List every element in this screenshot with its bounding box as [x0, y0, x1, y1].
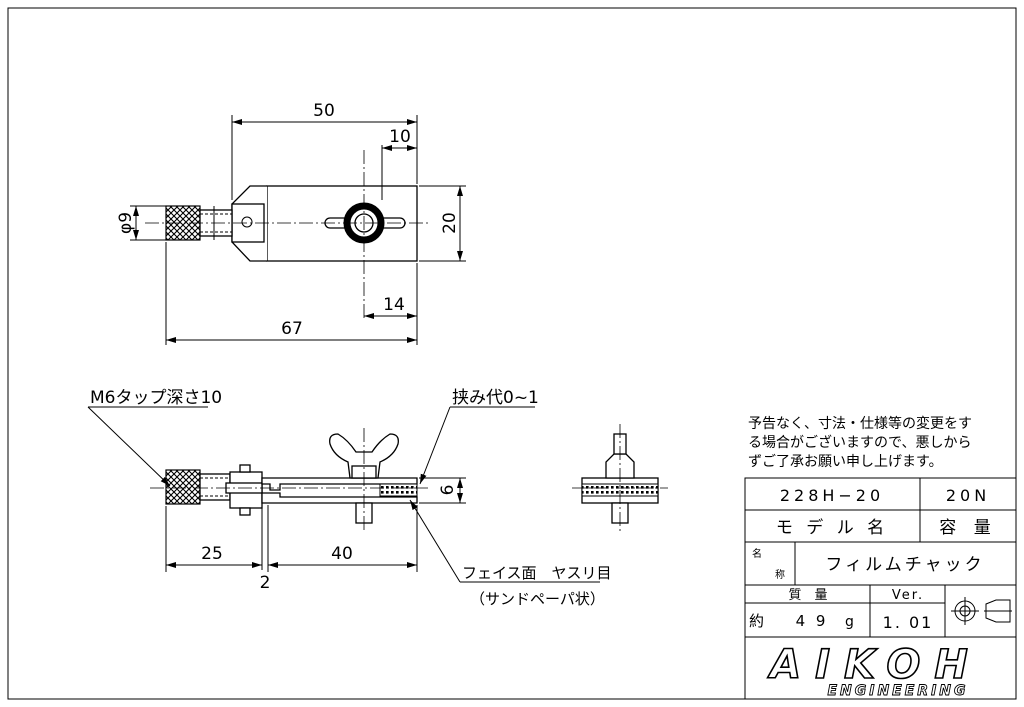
- drawing-frame: [7, 7, 1017, 700]
- dim-side-knob: 25: [201, 544, 223, 564]
- projection-symbol: [951, 597, 1012, 625]
- mass-prefix: 約: [749, 612, 764, 630]
- capacity-value: 20N: [946, 486, 990, 505]
- notice-line-2: る場合がございますので、悪しから: [748, 434, 971, 451]
- capacity-label: 容 量: [939, 518, 996, 538]
- model-number: 228H−20: [780, 486, 884, 505]
- annotation-face-1: フェイス面 ヤスリ目: [462, 564, 612, 582]
- annotation-clamp-range: 挟み代0~1: [452, 388, 539, 408]
- dim-top-width: 50: [313, 101, 335, 121]
- notice-line-3: ずご了承お願い申し上げます。: [748, 454, 943, 470]
- company-logo-sub: ENGINEERING: [827, 683, 968, 699]
- name-label-1: 名: [752, 547, 762, 560]
- dim-height: 20: [440, 212, 460, 234]
- annotation-face-2: （サンドペーパ状）: [470, 590, 605, 608]
- version-value: 1. 01: [883, 613, 934, 632]
- dim-side-jaw: 40: [331, 544, 353, 564]
- company-logo: AIKOH: [767, 642, 982, 688]
- title-block: 228H−20 20N モ デ ル 名 容 量 名 称 フィルムチャック 質 量…: [744, 477, 1017, 700]
- mass-unit: g: [845, 614, 854, 630]
- notice: 予告なく、寸法・仕様等の変更をす る場合がございますので、悪しから ずご了承お願…: [748, 415, 972, 470]
- dim-slot-offset: 10: [389, 127, 411, 147]
- notice-line-1: 予告なく、寸法・仕様等の変更をす: [748, 415, 972, 432]
- side-knurled-knob: [165, 469, 201, 505]
- side-jaw-lower: [261, 492, 418, 504]
- mass-label: 質 量: [788, 588, 827, 603]
- name-label-2: 称: [775, 568, 785, 581]
- end-view: [572, 424, 668, 532]
- dim-diameter: φ9: [116, 212, 136, 234]
- top-view: 50 10 20 φ9 14 67: [116, 101, 466, 345]
- annotation-tap: M6タップ深さ10: [90, 388, 222, 408]
- side-file-face: [379, 483, 418, 497]
- product-name: フィルムチャック: [825, 555, 984, 575]
- dim-side-thickness: 6: [438, 485, 458, 496]
- version-label: Ver.: [892, 588, 924, 603]
- dim-overall-length: 67: [281, 319, 303, 339]
- mass-value: 4 9: [796, 612, 829, 630]
- model-label: モ デ ル 名: [776, 517, 888, 538]
- dim-hole-offset: 14: [383, 295, 405, 315]
- top-pin-hole: [241, 216, 253, 228]
- side-view: 25 40 2 6 M6タップ深さ10 挟み代0~1 フェイス面 ヤスリ目 （サ…: [87, 388, 612, 608]
- side-jaw-upper: [261, 477, 418, 491]
- dim-side-gap: 2: [260, 573, 271, 593]
